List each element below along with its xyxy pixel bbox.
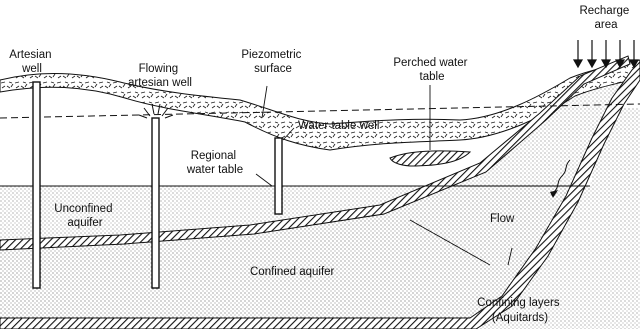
perched-water-lens [390, 151, 470, 166]
flow-label: Flow [490, 213, 515, 225]
regional-water-table-label: Regional water table [186, 150, 243, 176]
flowing-artesian-well-label: Flowing artesian well [128, 63, 192, 89]
artesian-well [33, 82, 40, 288]
water-table-well [275, 138, 282, 214]
piezometric-surface-label: Piezometric surface [241, 49, 304, 75]
recharge-area-label: Recharge area [579, 5, 632, 31]
confined-aquifer-label: Confined aquifer [250, 266, 335, 278]
artesian-well-label: Artesian well [9, 49, 54, 75]
water-table-well-label: Water table well [298, 120, 379, 132]
perched-water-table-label: Perched water table [393, 57, 470, 83]
